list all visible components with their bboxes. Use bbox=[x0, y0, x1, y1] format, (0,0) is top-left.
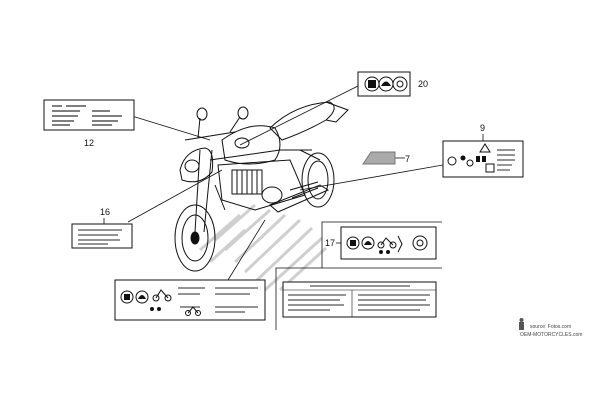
label-17 bbox=[340, 226, 437, 260]
gauge-icon bbox=[447, 156, 457, 166]
tire-icon bbox=[392, 76, 408, 92]
motorcycle-icon bbox=[377, 237, 397, 249]
source-credit: source: Fotos.com OEM-MOTORCYCLES.com bbox=[519, 318, 582, 338]
ground-shadow bbox=[199, 203, 328, 292]
label-16 bbox=[71, 223, 133, 249]
helmet-icon bbox=[361, 236, 375, 250]
seat bbox=[269, 101, 335, 141]
passenger-icon bbox=[150, 307, 161, 311]
motorcycle-icon bbox=[185, 306, 201, 316]
camera-icon bbox=[519, 318, 524, 330]
warning-triangle-icon bbox=[479, 143, 491, 153]
helmet-icon bbox=[135, 290, 149, 304]
callout-17: 17 bbox=[325, 238, 335, 248]
credit-line-1: source: Fotos.com bbox=[530, 324, 571, 330]
motorcycle-icon bbox=[152, 289, 172, 302]
credit-line-2: OEM-MOTORCYCLES.com bbox=[520, 332, 582, 338]
rider-icon bbox=[460, 155, 474, 167]
fuel-tank bbox=[221, 125, 281, 165]
fuel-icon bbox=[120, 290, 134, 304]
callout-12: 12 bbox=[84, 138, 94, 148]
callout-7: 7 bbox=[405, 154, 410, 164]
label-12 bbox=[43, 99, 135, 131]
passenger-icon bbox=[379, 250, 390, 254]
tire-icon bbox=[412, 235, 428, 251]
engine bbox=[217, 159, 306, 211]
motorcycle-drawing bbox=[174, 101, 349, 272]
label-20 bbox=[357, 71, 411, 97]
front-rim bbox=[181, 214, 209, 262]
leader-lines bbox=[127, 85, 444, 281]
label-7 bbox=[362, 151, 396, 165]
callout-9: 9 bbox=[480, 123, 485, 133]
callout-16: 16 bbox=[100, 207, 110, 217]
exhaust bbox=[269, 184, 330, 213]
front-wheel bbox=[174, 204, 216, 272]
label-9 bbox=[442, 140, 524, 178]
callout-20: 20 bbox=[418, 79, 428, 89]
fuel-icon bbox=[346, 236, 360, 250]
label-safety-pictograms bbox=[114, 279, 266, 321]
rear-wheel bbox=[301, 152, 335, 208]
bracket-lines bbox=[275, 221, 442, 330]
label-info-table bbox=[282, 281, 437, 318]
